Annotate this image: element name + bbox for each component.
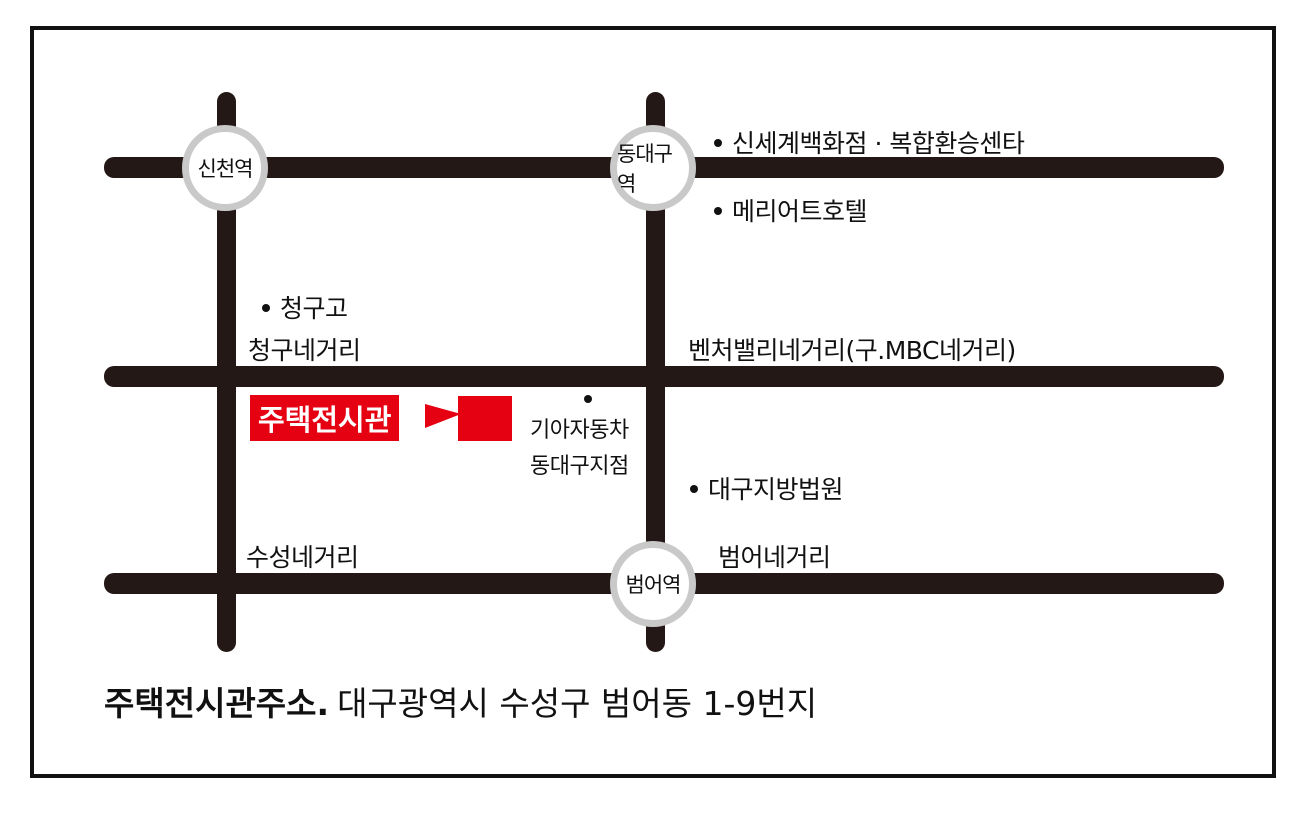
station-dongdaegu: 동대구역: [610, 125, 696, 211]
bullet-icon: [714, 139, 722, 147]
intersection-cheonggu: 청구네거리: [248, 336, 361, 365]
landmark-cheonggu-high-label: 청구고: [280, 294, 348, 323]
landmark-cheonggu-high: 청구고: [262, 289, 348, 325]
landmark-court: 대구지방법원: [690, 470, 844, 506]
landmark-kia-line2: 동대구지점: [530, 454, 629, 479]
landmark-kia-dot: [584, 395, 592, 403]
bullet-icon: [714, 207, 722, 215]
callout-pointer-icon: [425, 404, 461, 428]
address-value: 대구광역시 수성구 범어동 1-9번지: [337, 684, 818, 723]
bullet-icon: [690, 485, 698, 493]
bullet-icon: [262, 304, 270, 312]
target-location-marker: [458, 396, 512, 441]
road-vertical-left: [217, 92, 236, 652]
station-sincheon-label: 신천역: [197, 157, 254, 181]
landmark-shinsegae-label: 신세계백화점 · 복합환승센타: [732, 129, 1025, 158]
map-frame: [30, 26, 1276, 778]
station-beomeo: 범어역: [610, 541, 696, 627]
road-vertical-right: [646, 92, 665, 652]
target-callout: 주택전시관: [250, 395, 400, 441]
intersection-suseong: 수성네거리: [246, 543, 359, 572]
station-dongdaegu-label: 동대구역: [617, 142, 673, 196]
landmark-kia-line1: 기아자동차: [530, 418, 629, 443]
station-beomeo-label: 범어역: [625, 573, 682, 597]
address-label: 주택전시관주소.: [104, 684, 330, 723]
address-line: 주택전시관주소.대구광역시 수성구 범어동 1-9번지: [104, 677, 817, 725]
landmark-marriott-label: 메리어트호텔: [732, 197, 868, 226]
landmark-shinsegae: 신세계백화점 · 복합환승센타: [714, 124, 1025, 160]
intersection-beomeo: 범어네거리: [718, 543, 831, 572]
station-sincheon: 신천역: [182, 125, 268, 211]
target-callout-label: 주택전시관: [258, 403, 392, 437]
landmark-marriott: 메리어트호텔: [714, 192, 868, 228]
landmark-court-label: 대구지방법원: [708, 475, 844, 504]
intersection-venture-valley: 벤처밸리네거리(구.MBC네거리): [688, 336, 1016, 365]
